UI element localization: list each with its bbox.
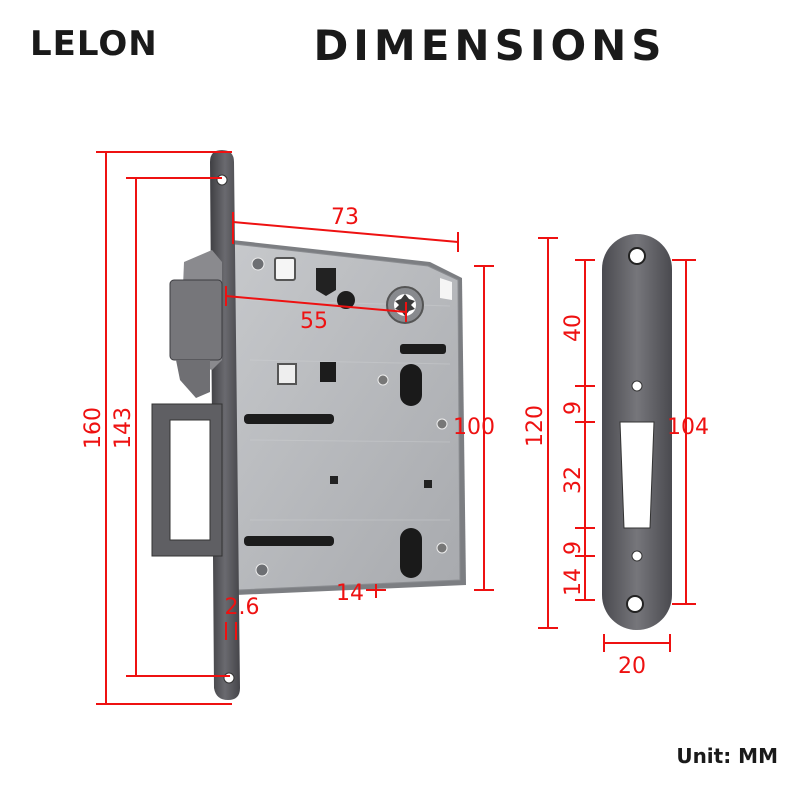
strike-screw-hole-top xyxy=(628,247,646,265)
dim-bottom-offset: 14 xyxy=(336,581,364,606)
dim-strike-length: 120 xyxy=(523,405,548,447)
dim-strike-width: 20 xyxy=(618,654,646,679)
case-slot xyxy=(274,257,296,281)
dim-case-height: 100 xyxy=(453,415,495,440)
dead-bolt xyxy=(151,403,223,557)
strike-plate xyxy=(602,234,672,630)
case-rivet-top xyxy=(251,257,265,271)
dimension-labels: 160 143 73 55 100 2.6 14 120 40 9 32 9 1… xyxy=(81,205,709,679)
case-oval-slot-lower xyxy=(400,528,422,578)
dim-backset: 55 xyxy=(300,309,328,334)
page-title: DIMENSIONS xyxy=(313,21,667,70)
brand-logo: LELON xyxy=(30,24,158,64)
dimension-lines xyxy=(96,151,696,705)
dim-faceplate-length: 160 xyxy=(81,407,106,449)
latch-slot xyxy=(316,268,336,296)
dim-case-width: 73 xyxy=(331,205,359,230)
strike-opening xyxy=(619,421,655,529)
mortise-lock-body xyxy=(151,150,466,700)
dim-strike-segment-a: 9 xyxy=(561,401,586,415)
dim-faceplate-thickness: 2.6 xyxy=(225,595,260,620)
faceplate-screw-hole-bottom xyxy=(223,672,235,684)
unit-label: Unit: MM xyxy=(676,744,778,768)
case-long-slot-lower xyxy=(244,536,334,546)
dim-strike-top-segment: 40 xyxy=(561,314,586,342)
case-oval-slot-upper xyxy=(400,364,422,406)
case-notch-left xyxy=(277,363,297,385)
case-square-hole xyxy=(320,362,336,382)
strike-screw-hole-bottom xyxy=(626,595,644,613)
dim-strike-bottom-segment: 14 xyxy=(561,568,586,596)
dim-screw-spacing: 143 xyxy=(111,407,136,449)
dim-strike-segment-b: 9 xyxy=(561,541,586,555)
case-rivet-bottom xyxy=(255,563,269,577)
cylinder-hole xyxy=(337,291,355,309)
case-slot-mid xyxy=(400,344,446,354)
faceplate-screw-hole-top xyxy=(216,174,228,186)
dim-strike-hole-spacing: 104 xyxy=(667,415,709,440)
case-long-slot-upper xyxy=(244,414,334,424)
dim-strike-opening: 32 xyxy=(561,466,586,494)
